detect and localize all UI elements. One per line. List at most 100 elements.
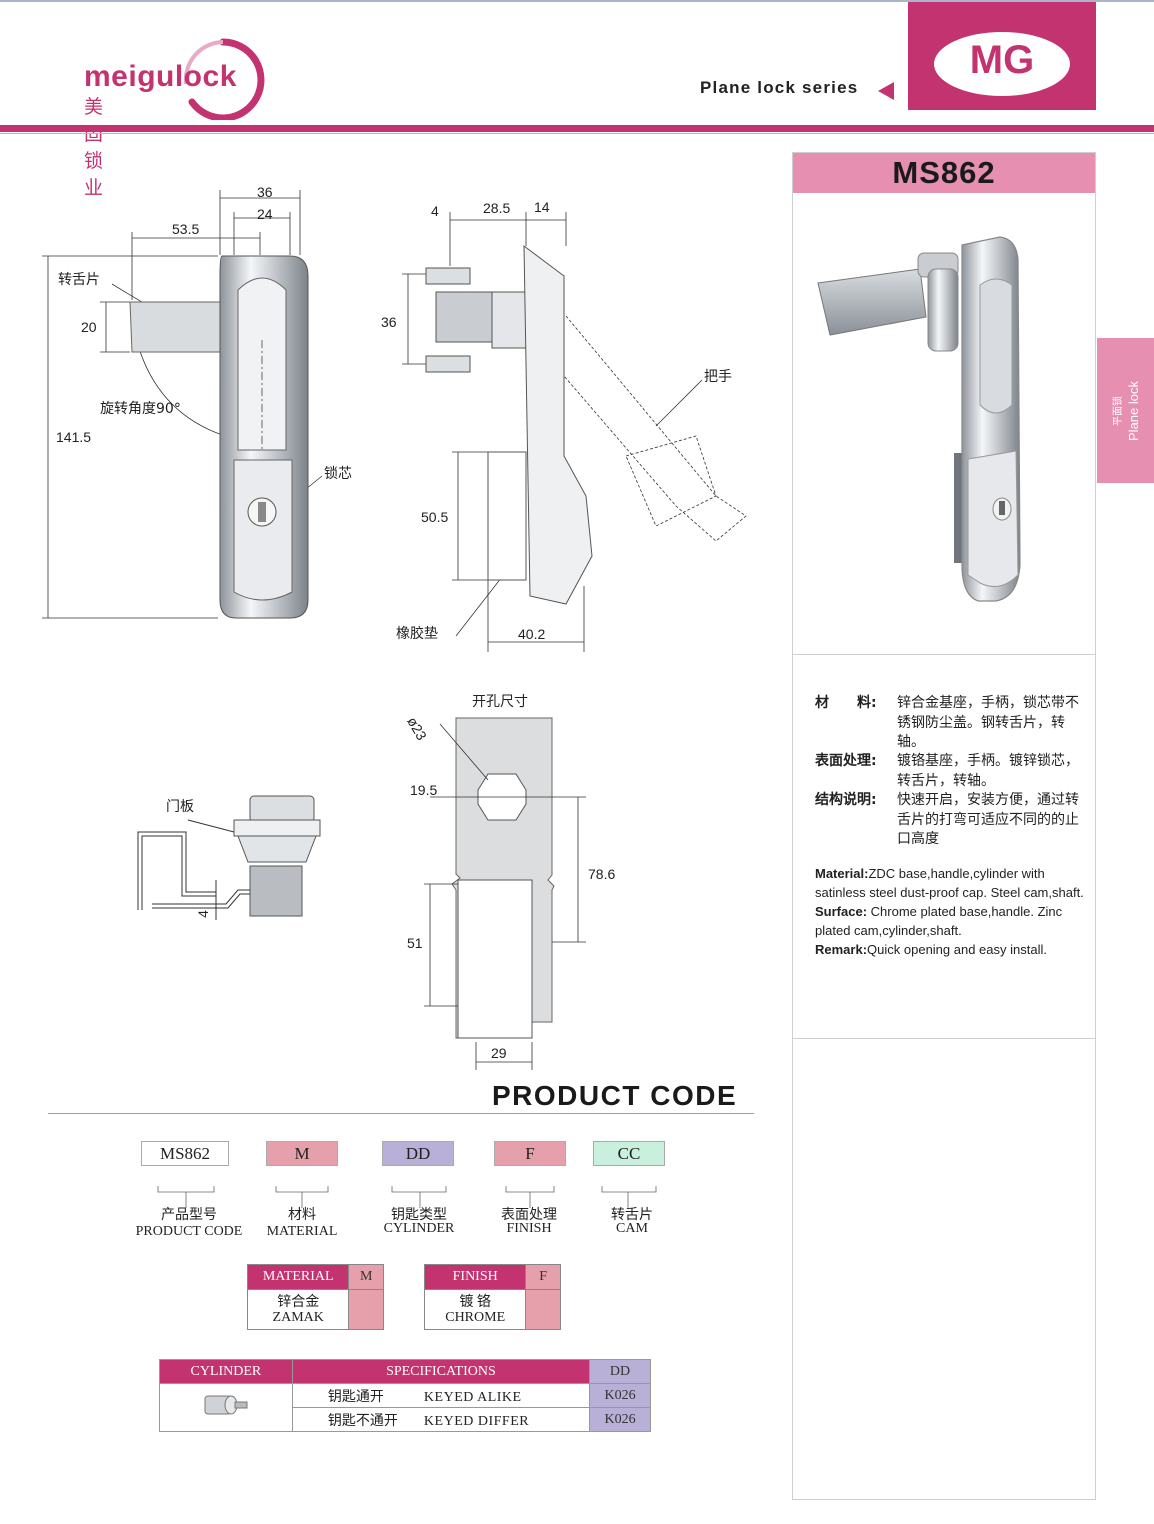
cylinder-image-cell: [159, 1383, 293, 1432]
dim-label: 14: [534, 199, 550, 215]
panel-divider: [793, 654, 1095, 655]
side-view-drawing: [402, 212, 747, 652]
material-cn: 锌合金: [277, 1294, 320, 1310]
spec-en: Material:ZDC base,handle,cylinder with s…: [815, 864, 1090, 959]
code-caption-cylinder: 钥匙类型 CYLINDER: [354, 1207, 484, 1237]
spec-key: 表面处理:: [815, 753, 877, 769]
spec-key: 结构说明:: [815, 792, 877, 808]
dim-label: 51: [407, 935, 423, 951]
code-box-finish: F: [494, 1141, 566, 1166]
cylinder-table: CYLINDER SPECIFICATIONS DD 钥匙通开 KEYED ALI…: [159, 1359, 651, 1432]
code-caption-material: 材料 MATERIAL: [237, 1207, 367, 1240]
caption-cn: 表面处理: [501, 1207, 557, 1223]
dim-label: 29: [491, 1045, 507, 1061]
caption-cn: 钥匙类型: [391, 1207, 447, 1223]
dim-label: 4: [194, 910, 211, 918]
mounting-drawing: [137, 795, 321, 920]
code-caption-cam: 转舌片 CAM: [567, 1207, 697, 1237]
front-view-drawing: [42, 190, 323, 619]
side-tab-label: 平面锁 Plane lock: [1097, 338, 1154, 483]
caption-cn: 转舌片: [611, 1207, 653, 1223]
dim-label: 78.6: [588, 866, 616, 882]
caption-cn: 产品型号: [161, 1207, 217, 1223]
cylinder-header: CYLINDER: [159, 1359, 293, 1384]
finish-en: CHROME: [445, 1309, 506, 1325]
side-tab: [1097, 338, 1154, 483]
panel-divider: [793, 1038, 1095, 1039]
cutout-drawing: [424, 717, 586, 1070]
dim-label: 20: [81, 319, 97, 335]
code-caption-finish: 表面处理 FINISH: [464, 1207, 594, 1237]
spec-en: KEYED ALIKE: [423, 1389, 522, 1405]
dim-label: 28.5: [483, 200, 511, 216]
material-en: ZAMAK: [272, 1309, 324, 1325]
product-code-rule: [48, 1113, 754, 1114]
spec-header: SPECIFICATIONS: [291, 1359, 591, 1384]
spec-key: 材 料:: [815, 695, 877, 711]
key-cylinder-icon: [204, 1395, 248, 1415]
surface-value: Chrome plated base,handle. Zinc plated c…: [815, 904, 1063, 938]
logo-chinese: 美固锁业: [84, 96, 104, 199]
table-row: 钥匙通开 KEYED ALIKE K026: [159, 1383, 651, 1432]
callout-cam: 转舌片: [58, 272, 100, 288]
finish-table-value: 镀 铬 CHROME: [423, 1289, 527, 1330]
dim-label: 24: [257, 206, 273, 222]
finish-table-code-cell: [525, 1289, 561, 1330]
spec-cn: 钥匙不通开: [327, 1412, 398, 1429]
material-key: Material:: [815, 866, 869, 881]
surface-key: Surface:: [815, 904, 868, 919]
side-tab-en: Plane lock: [1125, 380, 1141, 441]
header-bar-thin: [0, 133, 1154, 134]
product-photo: [817, 236, 1021, 602]
spec-panel: [792, 152, 1096, 1500]
side-tab-cn: 平面锁: [1112, 395, 1124, 426]
code-brackets: [157, 1186, 657, 1208]
material-table: MATERIAL M 锌合金 ZAMAK: [246, 1264, 384, 1330]
code-box-cylinder: DD: [382, 1141, 454, 1166]
caption-en: CAM: [616, 1221, 648, 1236]
top-rule: [0, 0, 1154, 2]
remark-key: Remark:: [815, 942, 868, 957]
logo-wordmark: meigulock: [84, 60, 237, 93]
spec-material-cn: 材 料: 锌合金基座，手柄，锁芯带不锈钢防尘盖。钢转舌片，转轴。: [815, 694, 1090, 754]
code-box-cam: CC: [593, 1141, 665, 1166]
caption-en: MATERIAL: [266, 1224, 338, 1239]
finish-table: FINISH F 镀 铬 CHROME: [423, 1264, 561, 1330]
remark-value: Quick opening and easy install.: [867, 942, 1047, 957]
code-caption-model: 产品型号 PRODUCT CODE: [124, 1207, 254, 1240]
callout-door-panel: 门板: [166, 799, 194, 815]
spec-structure-cn: 结构说明: 快速开启，安装方便，通过转舌片的打弯可适应不同的的止口高度: [815, 791, 1090, 851]
spec-cell: 钥匙通开 KEYED ALIKE: [291, 1383, 591, 1408]
cutout-title: 开孔尺寸: [472, 694, 528, 710]
dd-header: DD: [589, 1359, 651, 1384]
dim-label: 4: [431, 203, 439, 219]
caption-en: FINISH: [506, 1221, 552, 1236]
spec-value: 镀铬基座，手柄。镀锌锁芯，转舌片，转轴。: [897, 753, 1079, 789]
dim-label: 50.5: [421, 509, 449, 525]
code-box-model: MS862: [141, 1141, 229, 1166]
callout-cylinder: 锁芯: [324, 466, 352, 482]
material-table-code: M: [348, 1264, 384, 1290]
spec-cn: 钥匙通开: [327, 1388, 384, 1405]
series-title: Plane lock series: [700, 78, 859, 97]
finish-cn: 镀 铬: [459, 1294, 491, 1310]
callout-rotation: 旋转角度90°: [100, 401, 181, 417]
logo-ring-icon: [183, 38, 265, 120]
dim-label: 36: [257, 184, 273, 200]
callout-handle: 把手: [704, 369, 732, 385]
caption-cn: 材料: [288, 1207, 316, 1223]
model-title: MS862: [793, 153, 1095, 193]
brand-oval: [934, 32, 1070, 96]
callout-gasket: 橡胶垫: [396, 626, 438, 642]
spec-value: 锌合金基座，手柄，锁芯带不锈钢防尘盖。钢转舌片，转轴。: [897, 695, 1079, 750]
caption-en: CYLINDER: [383, 1221, 455, 1236]
code-box-material: M: [266, 1141, 338, 1166]
product-code-title: PRODUCT CODE: [492, 1080, 738, 1111]
dim-label: 40.2: [518, 626, 546, 642]
spec-value: 快速开启，安装方便，通过转舌片的打弯可适应不同的的止口高度: [897, 792, 1079, 847]
spec-code: K026: [589, 1383, 651, 1408]
spec-cn: 材 料: 锌合金基座，手柄，锁芯带不锈钢防尘盖。钢转舌片，转轴。 表面处理: 镀…: [815, 694, 1090, 854]
header-bar: [0, 125, 1154, 132]
